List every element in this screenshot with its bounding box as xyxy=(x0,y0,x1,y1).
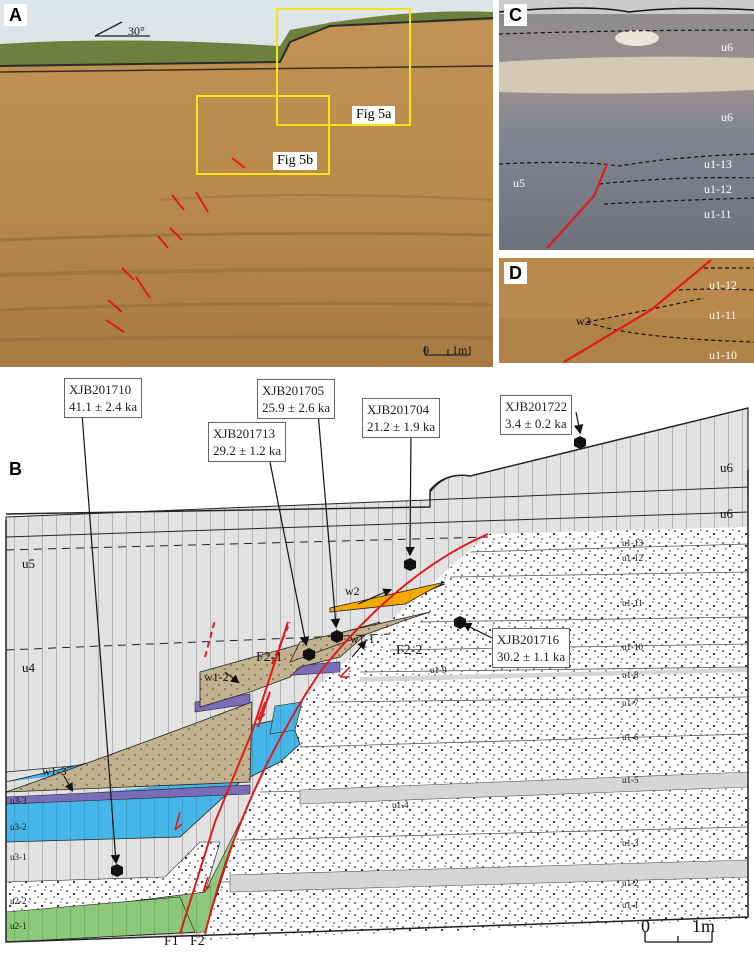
scale-len-a: 1m xyxy=(452,343,468,357)
b-u6-right: u6 xyxy=(720,460,733,475)
d-w2: w2 xyxy=(576,314,591,328)
b-u3-1: u3-1 xyxy=(10,852,27,862)
angle-label: 30° xyxy=(128,24,145,38)
b-fault-f2-1: F2-1 xyxy=(256,650,283,665)
sample-age: 30.2 ± 1.1 ka xyxy=(497,649,566,664)
sample-age: 41.1 ± 2.4 ka xyxy=(69,399,138,414)
c-u6-top: u6 xyxy=(721,40,733,54)
sample-box-xjb201713: XJB201713 29.2 ± 1.2 ka xyxy=(208,422,287,462)
d-u1-12: u1-12 xyxy=(709,278,737,292)
sample-age: 3.4 ± 0.2 ka xyxy=(505,416,567,431)
b-u1-3: u1-3 xyxy=(622,838,639,848)
b-u1-2: u1-2 xyxy=(622,878,639,888)
c-u1-13: u1-13 xyxy=(704,157,732,171)
b-u3-2: u3-2 xyxy=(10,822,27,832)
b-w2: w2 xyxy=(345,584,360,598)
b-u1-13: u1-13 xyxy=(622,538,643,548)
c-u6-mid: u6 xyxy=(721,110,733,124)
c-u1-12: u1-12 xyxy=(704,182,732,196)
sample-box-xjb201704: XJB201704 21.2 ± 1.9 ka xyxy=(362,398,441,438)
sample-box-xjb201710: XJB201710 41.1 ± 2.4 ka xyxy=(64,378,143,418)
b-u1-6: u1-6 xyxy=(622,732,639,742)
sample-box-xjb201722: XJB201722 3.4 ± 0.2 ka xyxy=(500,395,573,435)
photo-c-art xyxy=(499,0,754,250)
b-u1-10: u1-10 xyxy=(622,642,643,652)
fault-ticks-a xyxy=(105,157,246,333)
b-u6-left: u6 xyxy=(720,506,733,521)
fig5b-label: Fig 5b xyxy=(273,152,318,170)
b-fault-f2-2: F2-2 xyxy=(396,643,423,658)
sample-markers xyxy=(111,436,586,877)
b-w1-1: w1-1 xyxy=(350,632,375,646)
sample-box-xjb201716: XJB201716 30.2 ± 1.1 ka xyxy=(492,628,571,668)
b-u1-12: u1-12 xyxy=(622,553,643,563)
sample-id: XJB201705 xyxy=(262,383,325,398)
c-u1-11: u1-11 xyxy=(704,207,732,221)
c-u5: u5 xyxy=(513,176,525,190)
b-u1-7: u1-7 xyxy=(622,698,639,708)
panel-letter-b: B xyxy=(4,458,27,480)
d-u1-11: u1-11 xyxy=(709,308,737,322)
b-u4: u4 xyxy=(22,660,35,675)
b-u1-4: u1-4 xyxy=(392,800,409,810)
photo-a: 30° Fig 5a Fig 5b 0 1m xyxy=(0,0,493,367)
b-u2-1: u2-1 xyxy=(10,921,27,931)
b-w1-2: w1-2 xyxy=(204,670,229,684)
sample-id: XJB201713 xyxy=(213,426,276,441)
panel-letter-a: A xyxy=(4,4,27,26)
b-u1-1: u1-1 xyxy=(622,900,639,910)
panel-letter-d: D xyxy=(504,262,527,284)
b-fault-f2: F2 xyxy=(190,934,205,949)
b-u5: u5 xyxy=(22,556,35,571)
sample-id: XJB201722 xyxy=(505,399,568,414)
b-scale-len: 1m xyxy=(692,916,716,936)
sample-age: 21.2 ± 1.9 ka xyxy=(367,419,436,434)
fig5b-box[interactable] xyxy=(196,95,330,175)
b-scale-zero: 0 xyxy=(641,916,650,936)
b-u3-3: u3-3 xyxy=(10,796,27,806)
b-u1-9: u1-9 xyxy=(430,665,447,675)
scale-zero-a: 0 xyxy=(423,343,429,357)
sample-id: XJB201716 xyxy=(497,632,560,647)
photo-c: u6 u6 u5 u1-13 u1-12 u1-11 xyxy=(499,0,754,250)
photo-d: u1-12 u1-11 u1-10 w2 xyxy=(499,258,754,363)
photo-a-art xyxy=(0,0,493,367)
sample-id: XJB201704 xyxy=(367,402,430,417)
fig5a-box[interactable] xyxy=(276,8,411,126)
faults-b xyxy=(179,533,489,935)
sample-age: 25.9 ± 2.6 ka xyxy=(262,400,331,415)
b-fault-f1: F1 xyxy=(164,934,179,949)
sample-id: XJB201710 xyxy=(69,382,132,397)
b-u1-5: u1-5 xyxy=(622,775,639,785)
panel-letter-c: C xyxy=(504,4,527,26)
b-u2-2: u2-2 xyxy=(10,896,27,906)
sample-box-xjb201705: XJB201705 25.9 ± 2.6 ka xyxy=(257,379,336,419)
b-u1-11: u1-11 xyxy=(622,598,643,608)
b-w1-3: w1-3 xyxy=(42,764,67,778)
photo-d-art xyxy=(499,258,754,363)
b-u1-8: u1-8 xyxy=(622,670,639,680)
sample-age: 29.2 ± 1.2 ka xyxy=(213,443,282,458)
fig5a-label: Fig 5a xyxy=(352,106,396,124)
section-drawing-b xyxy=(5,407,749,943)
d-u1-10: u1-10 xyxy=(709,348,737,362)
